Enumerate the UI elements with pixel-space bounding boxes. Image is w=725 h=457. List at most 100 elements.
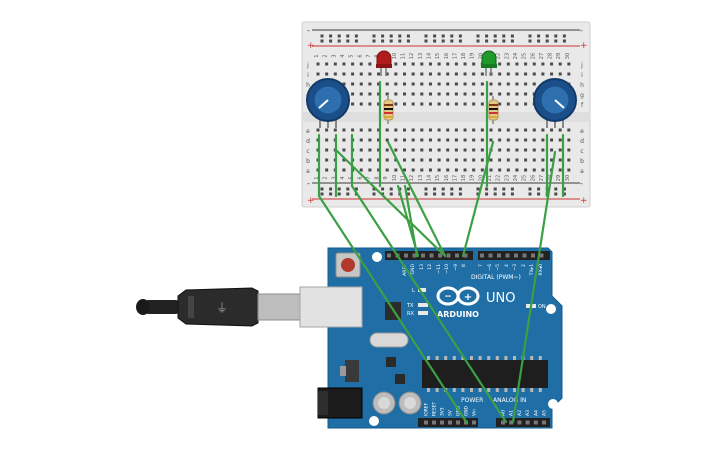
row-letter: e <box>580 128 584 135</box>
wire-resistor-right[interactable] <box>461 140 495 258</box>
resistor-left[interactable] <box>383 96 394 124</box>
reset-button-cap[interactable] <box>341 258 355 272</box>
header-pin[interactable] <box>514 253 518 258</box>
header-pin[interactable] <box>533 420 538 425</box>
analog-pin-label: A2 <box>517 410 523 416</box>
rail-hole <box>346 192 350 196</box>
header-pin[interactable] <box>480 253 484 258</box>
potentiometer-left[interactable] <box>306 78 350 128</box>
breadboard-hole <box>359 92 363 96</box>
breadboard-hole <box>403 168 406 172</box>
breadboard-hole <box>325 128 329 132</box>
potentiometer-right[interactable] <box>533 78 577 128</box>
breadboard-hole <box>524 92 528 96</box>
header-pin[interactable] <box>456 420 460 425</box>
header-pin[interactable] <box>539 253 544 258</box>
header-pin[interactable] <box>505 253 510 258</box>
header-pin[interactable] <box>387 253 391 258</box>
rail-hole <box>510 192 514 196</box>
header-pin[interactable] <box>522 253 527 258</box>
breadboard-hole <box>515 82 519 86</box>
breadboard-hole <box>420 138 424 142</box>
breadboard-hole <box>550 72 554 76</box>
onboard-led-rx <box>418 311 428 315</box>
breadboard-hole <box>454 102 458 106</box>
usb-plug-metal <box>257 293 301 321</box>
rail-hole <box>424 192 428 196</box>
column-number: 6 <box>357 54 363 57</box>
usb-plug-housing <box>177 287 259 327</box>
breadboard-hole <box>385 92 389 96</box>
column-number: 19 <box>470 175 476 181</box>
wire-to-digital-10[interactable] <box>334 148 447 258</box>
breadboard-hole <box>368 62 372 66</box>
led-label-rx: RX <box>407 311 414 317</box>
header-pin[interactable] <box>517 420 522 425</box>
header-pin[interactable] <box>455 253 459 258</box>
header-pin[interactable] <box>509 420 514 425</box>
breadboard-hole <box>377 148 381 152</box>
led-green[interactable] <box>481 50 497 76</box>
breadboard-hole <box>498 82 502 86</box>
header-pin[interactable] <box>438 253 442 258</box>
breadboard-hole <box>558 72 562 76</box>
header-pin[interactable] <box>404 253 408 258</box>
digital-pin-label: 13 <box>419 264 425 270</box>
capacitor-top <box>378 397 390 409</box>
header-pin[interactable] <box>446 253 451 258</box>
rail-label: + <box>307 41 315 51</box>
header-pin[interactable] <box>424 420 428 425</box>
led-red[interactable] <box>376 50 392 76</box>
power-pin-label: IOREF <box>424 402 430 416</box>
breadboard-hole <box>446 128 450 132</box>
header-pin[interactable] <box>531 253 535 258</box>
wire-gnd-to-arduino[interactable] <box>317 194 469 425</box>
header-pin[interactable] <box>525 420 530 425</box>
wire-to-a0[interactable] <box>350 184 508 424</box>
wire-to-a1[interactable] <box>511 150 557 424</box>
resistor-band <box>489 104 498 106</box>
header-pin[interactable] <box>501 420 505 425</box>
breadboard-hole <box>411 158 415 162</box>
header-pin[interactable] <box>448 420 452 425</box>
breadboard-hole <box>498 138 502 142</box>
wire-resistor-left[interactable] <box>386 140 447 258</box>
breadboard-hole <box>472 92 476 96</box>
chip-pin <box>461 388 465 392</box>
breadboard-hole <box>333 62 337 66</box>
breadboard-hole <box>420 62 424 66</box>
rail-hole <box>510 187 514 191</box>
rail-hole <box>485 34 489 38</box>
row-letter: h <box>306 82 310 89</box>
column-number: 2 <box>323 54 329 57</box>
column-number: 4 <box>340 54 346 57</box>
rail-hole <box>441 192 445 196</box>
wire-to-gnd-header-2[interactable] <box>403 184 419 258</box>
header-pin[interactable] <box>429 253 434 258</box>
rail-hole <box>389 192 393 196</box>
header-pin[interactable] <box>432 420 436 425</box>
column-number: 10 <box>392 53 398 59</box>
column-number: 18 <box>461 175 467 181</box>
header-pin[interactable] <box>412 253 417 258</box>
header-pin[interactable] <box>421 253 425 258</box>
header-pin[interactable] <box>488 253 493 258</box>
breadboard-hole <box>359 168 363 172</box>
header-pin[interactable] <box>463 253 468 258</box>
breadboard-hole <box>472 72 476 76</box>
resistor-right[interactable] <box>488 96 499 124</box>
header-pin[interactable] <box>440 420 444 425</box>
breadboard-hole <box>498 148 502 152</box>
breadboard-hole <box>385 158 389 162</box>
rail-hole <box>528 34 532 38</box>
chip-pin <box>461 356 465 360</box>
rail-hole <box>406 187 410 191</box>
digital-pin-label: ~5 <box>495 264 501 271</box>
breadboard-hole <box>506 168 510 172</box>
header-pin[interactable] <box>472 420 476 425</box>
header-pin[interactable] <box>497 253 501 258</box>
column-number: 9 <box>383 176 389 179</box>
breadboard-hole <box>428 158 432 162</box>
header-pin[interactable] <box>542 420 546 425</box>
